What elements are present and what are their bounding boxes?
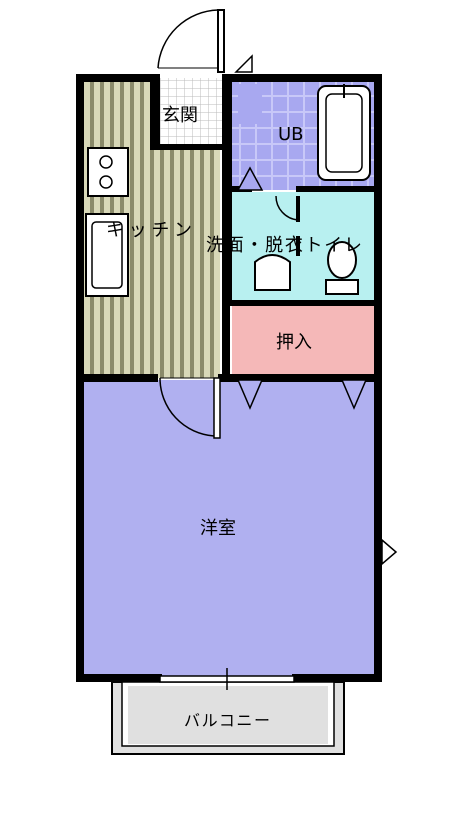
bath-door-marker: [236, 166, 264, 191]
closet-door-marker-left: [236, 379, 264, 410]
closet-area: [232, 304, 374, 374]
bath-sink: [238, 84, 262, 124]
room-label-balcony: バルコニー: [184, 711, 270, 730]
entry-door-swing: [157, 9, 225, 73]
balcony-sliding-door: [159, 668, 295, 690]
walls: [76, 74, 382, 682]
washbasin: [254, 254, 291, 291]
stove-icon: [87, 147, 129, 197]
room-door-swing: [159, 377, 221, 439]
bathtub-inner: [325, 93, 363, 173]
room-label-western-room: 洋室: [200, 518, 236, 539]
entrance-area: [150, 78, 222, 148]
vent-marker: [234, 54, 253, 73]
room-label-unit-bath: UB: [278, 124, 304, 145]
kitchen-sink-icon: [85, 213, 129, 297]
room-label-washroom-toilet: 洗面・脱衣トイレ: [206, 235, 362, 256]
window-marker: [381, 538, 398, 566]
entrance-step: [150, 78, 160, 148]
toilet-icon: [325, 241, 359, 295]
room-label-closet: 押入: [276, 332, 312, 353]
western-room-area: [80, 380, 374, 676]
entrance-sill: [150, 144, 222, 150]
room-label-entrance: 玄関: [162, 105, 198, 126]
washroom-door-swing: [275, 195, 299, 221]
closet-door-marker-right: [340, 379, 368, 410]
